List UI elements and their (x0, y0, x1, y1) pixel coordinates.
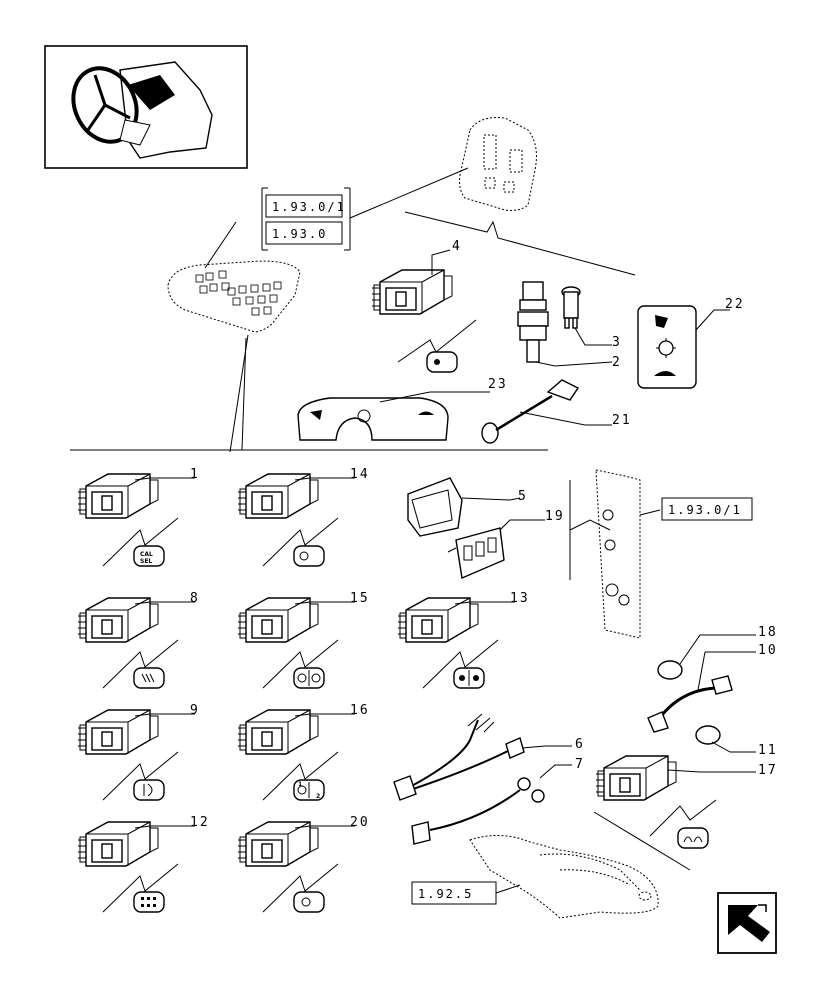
switch-13: 13 (397, 591, 530, 689)
decal-23: 23 (297, 377, 508, 441)
callout-2: 2 (612, 355, 622, 370)
cable-21: 21 (481, 379, 632, 444)
callout-5: 5 (518, 489, 528, 504)
ref-label-bottom: 1.92.5 (418, 887, 473, 901)
ref-label-top-a: 1.93.0/1 (272, 200, 346, 214)
harness-6: 6 (393, 713, 585, 801)
switch-16: 16 1 2 (237, 703, 370, 801)
callout-10: 10 (758, 643, 778, 658)
reference-box-right: 1.93.0/1 (661, 497, 753, 521)
ref-label-top-b: 1.93.0 (272, 227, 327, 241)
upper-switch-panel (459, 117, 537, 211)
cap-5: 5 (407, 477, 528, 537)
cab-console-outline (469, 811, 691, 919)
callout-21: 21 (612, 413, 632, 428)
callout-18: 18 (758, 625, 778, 640)
switch-1: 1 CAL SEL (77, 467, 200, 567)
callout-12: 12 (190, 815, 210, 830)
harness-7: 7 (411, 757, 585, 845)
plug-11: 11 (695, 725, 778, 758)
callout-1: 1 (190, 467, 200, 482)
decal-22: 22 (637, 297, 745, 389)
callout-15: 15 (350, 591, 370, 606)
lower-switch-console (167, 260, 301, 333)
next-page-arrow-icon[interactable] (717, 892, 777, 954)
switch-9: 9 (77, 703, 200, 801)
callout-9: 9 (190, 703, 200, 718)
harness-10: 10 (647, 643, 778, 733)
callout-7: 7 (575, 757, 585, 772)
callout-13: 13 (510, 591, 530, 606)
icon-cal-label: CAL (140, 551, 153, 558)
switch-12: 12 (77, 815, 210, 913)
switch-20: 20 (237, 815, 370, 913)
switch-4: 4 (371, 239, 477, 373)
thumbnail-steering-icon (44, 45, 248, 169)
callout-19: 19 (545, 509, 565, 524)
cigar-lighter-2: 2 (517, 281, 622, 370)
panel-19: 19 (447, 509, 565, 579)
callout-14: 14 (350, 467, 370, 482)
callout-11: 11 (758, 743, 778, 758)
reference-box-top: 1.93.0/1 1.93.0 (261, 187, 351, 251)
callout-6: 6 (575, 737, 585, 752)
switch-15: 15 (237, 591, 370, 689)
switch-17: 17 (595, 755, 778, 849)
socket-3: 3 (561, 286, 622, 350)
callout-8: 8 (190, 591, 200, 606)
callout-22: 22 (725, 297, 745, 312)
pto-label-2: 2 (316, 793, 320, 800)
callout-3: 3 (612, 335, 622, 350)
callout-20: 20 (350, 815, 370, 830)
callout-4: 4 (452, 239, 462, 254)
callout-16: 16 (350, 703, 370, 718)
right-pillar-panel (595, 469, 661, 639)
callout-23: 23 (488, 377, 508, 392)
switch-8: 8 (77, 591, 200, 689)
reference-box-bottom: 1.92.5 (411, 881, 521, 905)
switch-14: 14 (237, 467, 370, 567)
pto-label-1: 1 (298, 781, 302, 788)
ref-label-right: 1.93.0/1 (668, 503, 742, 517)
icon-sel-label: SEL (140, 558, 152, 565)
callout-17: 17 (758, 763, 778, 778)
plug-18: 18 (657, 625, 778, 680)
